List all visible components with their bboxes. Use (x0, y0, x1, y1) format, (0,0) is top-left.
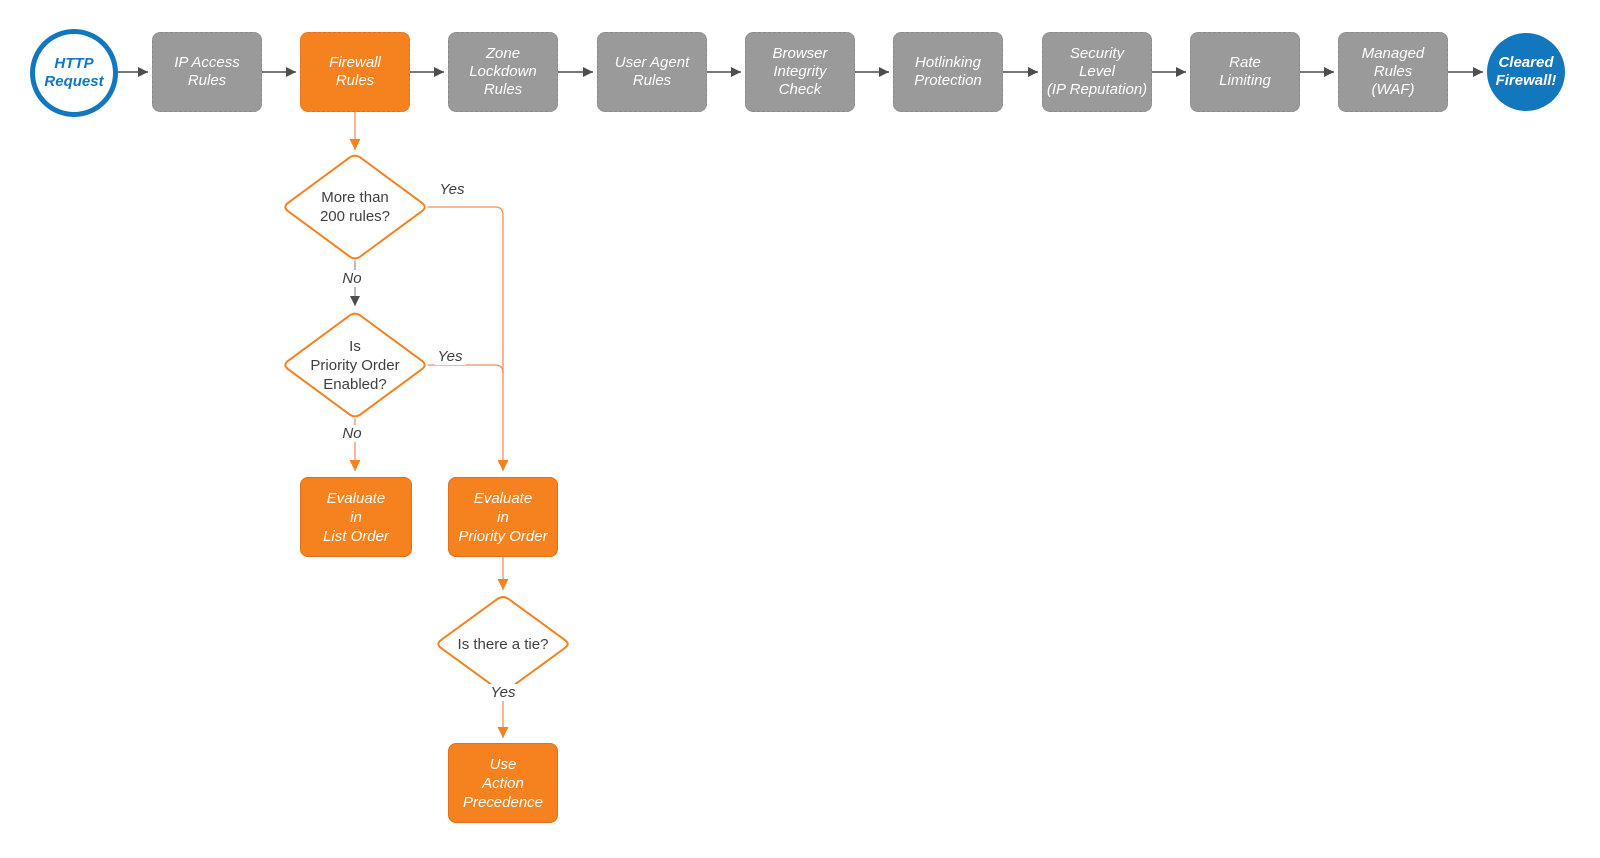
stage-ip-access-rules: IP Access Rules (152, 32, 262, 112)
action-use-action-precedence: Use Action Precedence (448, 743, 558, 823)
edge-label-rule-count-yes: Yes (436, 181, 468, 198)
edge-label-tie-yes: Yes (487, 684, 519, 701)
node-cleared-firewall: Cleared Firewall! (1487, 33, 1565, 111)
decision-rule-count-label: More than 200 rules? (319, 189, 391, 225)
decision-priority-enabled-shape (284, 312, 426, 418)
decision-rule-count-shape (284, 154, 426, 260)
decision-priority-enabled-label: Is Priority Order Enabled? (310, 338, 400, 393)
edge-rule-count-yes-to-priority-order (427, 206, 509, 471)
node-http-request: HTTP Request (30, 29, 118, 117)
action-evaluate-list-order: Evaluate in List Order (300, 477, 412, 557)
edge-label-rule-count-no: No (339, 270, 365, 287)
stage-user-agent-rules: User Agent Rules (597, 32, 707, 112)
edge-label-priority-yes: Yes (434, 348, 466, 365)
stage-security-level: Security Level (IP Reputation) (1042, 32, 1152, 112)
stage-browser-integrity-check: Browser Integrity Check (745, 32, 855, 112)
stage-firewall-rules: Firewall Rules (300, 32, 410, 112)
decision-tie-label: Is there a tie? (457, 636, 549, 653)
stage-managed-rules-waf: Managed Rules (WAF) (1338, 32, 1448, 112)
action-evaluate-priority-order: Evaluate in Priority Order (448, 477, 558, 557)
edge-label-priority-no: No (339, 425, 365, 442)
edge-priority-enabled-yes-join (427, 364, 504, 374)
stage-rate-limiting: Rate Limiting (1190, 32, 1300, 112)
stage-hotlinking-protection: Hotlinking Protection (893, 32, 1003, 112)
stage-zone-lockdown-rules: Zone Lockdown Rules (448, 32, 558, 112)
